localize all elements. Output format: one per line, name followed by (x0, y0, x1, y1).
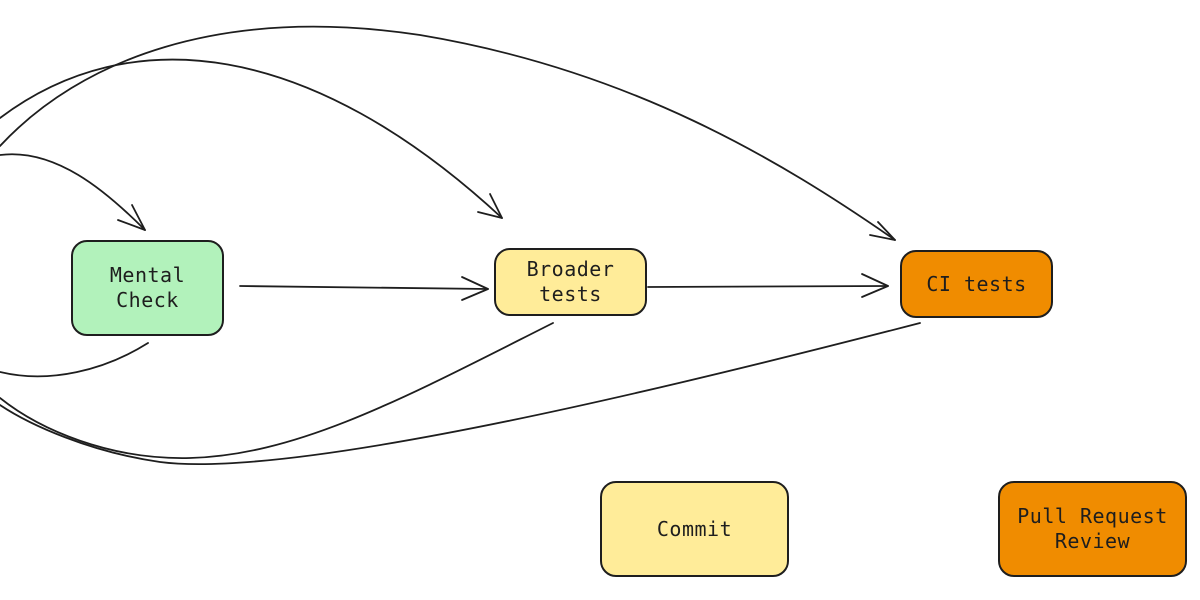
arrowhead-mental-check-loop (117, 204, 146, 231)
ci-tests-node: CI tests (900, 250, 1053, 318)
arrowhead-broader-tests-loop (477, 193, 503, 219)
arrowhead-ci-tests (861, 273, 889, 298)
commit-node: Commit (600, 481, 789, 577)
mental-check-node: Mental Check (71, 240, 224, 336)
arrowhead-broader-tests (461, 276, 489, 301)
edge-broader-to-ci (647, 285, 889, 288)
broader-tests-node: Broader tests (494, 248, 647, 316)
arrowhead-ci-tests-loop (869, 221, 896, 241)
edge-ci-tests-loop (0, 25, 921, 466)
edge-broader-tests-loop (0, 58, 554, 459)
pull-request-review-node: Pull Request Review (998, 481, 1187, 577)
edge-mental-check-loop (0, 153, 149, 378)
edge-mental-to-broader (239, 285, 489, 290)
